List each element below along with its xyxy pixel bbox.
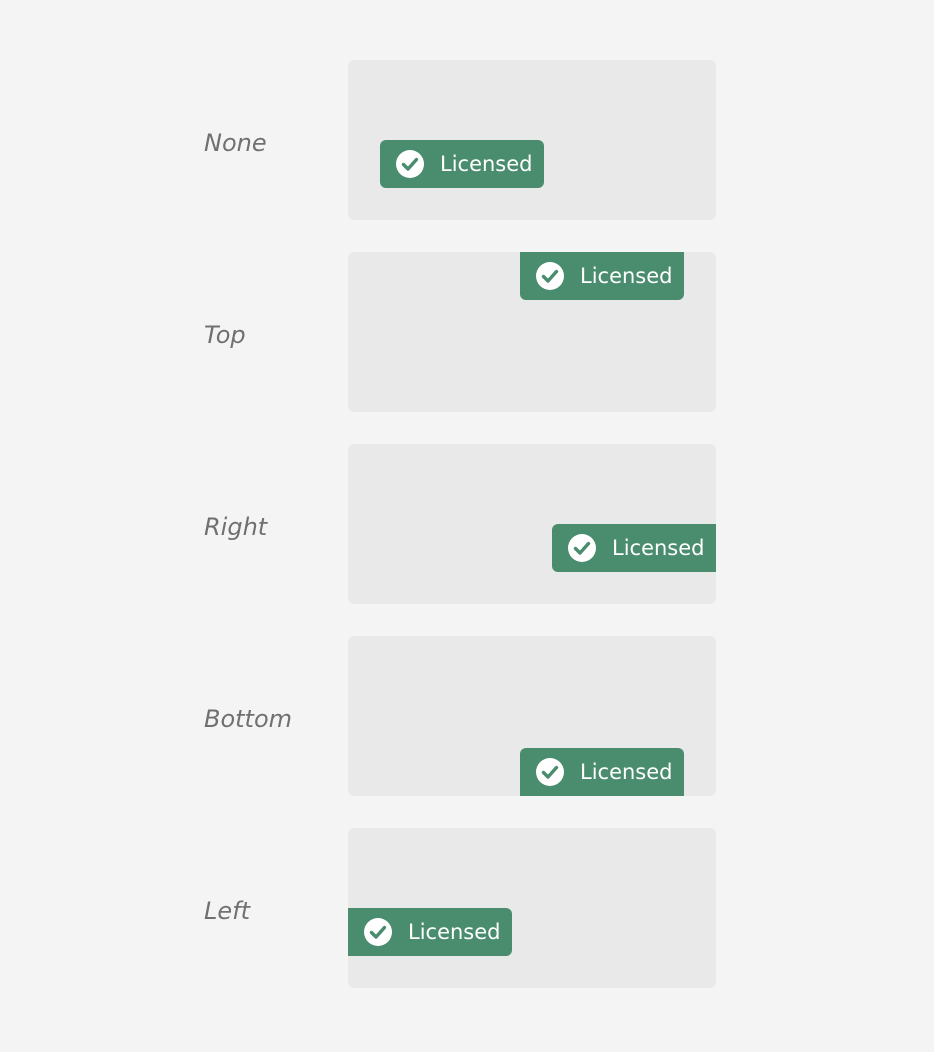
checkmark-circle-icon bbox=[364, 918, 392, 946]
preview-card-bottom: Licensed bbox=[348, 636, 716, 796]
preview-card-none: Licensed bbox=[348, 60, 716, 220]
checkmark-circle-icon bbox=[568, 534, 596, 562]
badge-label: Licensed bbox=[580, 264, 673, 288]
badge-label: Licensed bbox=[580, 760, 673, 784]
preview-card-left: Licensed bbox=[348, 828, 716, 988]
badge-label: Licensed bbox=[440, 152, 533, 176]
checkmark-circle-icon bbox=[536, 262, 564, 290]
preview-card-right: Licensed bbox=[348, 444, 716, 604]
licensed-badge: Licensed bbox=[348, 908, 512, 956]
licensed-badge: Licensed bbox=[520, 748, 684, 796]
licensed-badge: Licensed bbox=[380, 140, 544, 188]
licensed-badge: Licensed bbox=[552, 524, 716, 572]
row-label-top: Top bbox=[204, 321, 246, 349]
row-label-none: None bbox=[204, 129, 267, 157]
checkmark-circle-icon bbox=[396, 150, 424, 178]
checkmark-circle-icon bbox=[536, 758, 564, 786]
badge-label: Licensed bbox=[408, 920, 501, 944]
preview-card-top: Licensed bbox=[348, 252, 716, 412]
row-label-left: Left bbox=[204, 897, 250, 925]
row-label-bottom: Bottom bbox=[204, 705, 293, 733]
row-label-right: Right bbox=[204, 513, 268, 541]
badge-label: Licensed bbox=[612, 536, 705, 560]
licensed-badge: Licensed bbox=[520, 252, 684, 300]
